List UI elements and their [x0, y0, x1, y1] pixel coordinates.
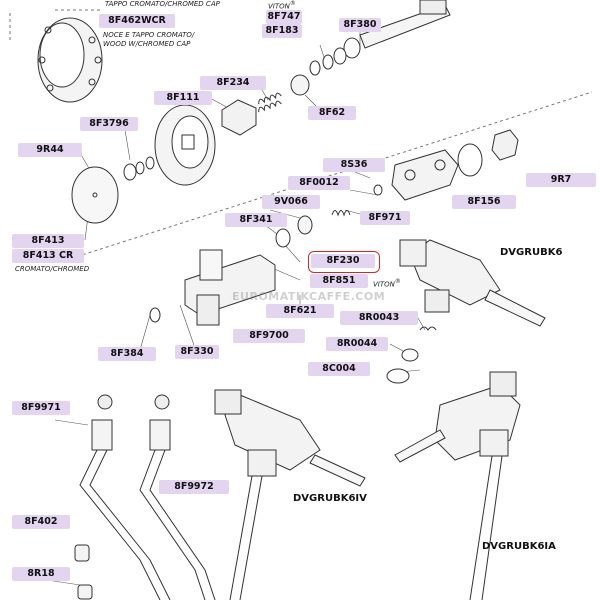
mid-knob [154, 104, 216, 186]
part-label-8F380: 8F380 [339, 18, 381, 32]
assembly-DVGRUBK6-drawing [399, 239, 546, 327]
note-viton-top: VITON® [268, 1, 296, 11]
part-label-8F971: 8F971 [360, 211, 410, 225]
part-label-8R18: 8R18 [12, 567, 70, 581]
part-label-8R0043: 8R0043 [340, 311, 418, 325]
hex-nut-top [221, 99, 257, 136]
part-label-8F462WCR: 8F462WCR [99, 14, 175, 28]
assembly-label-DVGRUBK6: DVGRUBK6 [500, 247, 563, 258]
part-label-8F0012: 8F0012 [288, 176, 350, 190]
part-label-8F747: 8F747 [266, 10, 302, 24]
part-label-8F621: 8F621 [266, 304, 334, 318]
small-cylinders [74, 544, 93, 600]
part-label-8F9972: 8F9972 [159, 480, 229, 494]
assembly-label-DVGRUBK6IV: DVGRUBK6IV [293, 493, 367, 504]
valve-body-center [149, 249, 276, 326]
part-label-8F230: 8F230 [311, 254, 375, 268]
bottom-small-parts [386, 326, 437, 384]
part-label-8F384: 8F384 [98, 347, 156, 361]
part-label-8F402: 8F402 [12, 515, 70, 529]
part-label-8F234: 8F234 [200, 76, 266, 90]
steam-wands [79, 394, 216, 600]
top-spindle [290, 0, 451, 96]
watermark: EUROMATIKCAFFE.COM [232, 290, 386, 303]
part-label-8S36: 8S36 [323, 158, 385, 172]
part-label-9R44: 9R44 [18, 143, 82, 157]
part-label-9V066: 9V066 [262, 195, 320, 209]
spring-8F234 [258, 92, 282, 113]
part-label-8F413-CR: 8F413 CR [12, 249, 84, 263]
part-label-8F156: 8F156 [452, 195, 516, 209]
part-label-8F62: 8F62 [308, 106, 356, 120]
top-knob [37, 17, 103, 103]
note-viton-mid: VITON® [373, 279, 401, 289]
part-label-8F9700: 8F9700 [233, 329, 305, 343]
part-label-8F341: 8F341 [225, 213, 287, 227]
note-top-cap: TAPPO CROMATO/CHROMED CAP [105, 0, 220, 8]
note-cromato: CROMATO/CHROMED [15, 265, 90, 273]
washers-left [123, 156, 155, 181]
part-label-8F183: 8F183 [262, 24, 302, 38]
part-label-8R0044: 8R0044 [326, 337, 388, 351]
part-label-8F413: 8F413 [12, 234, 84, 248]
part-label-8F111: 8F111 [154, 91, 212, 105]
assembly-label-DVGRUBK6IA: DVGRUBK6IA [482, 541, 556, 552]
springs-mid [275, 184, 383, 248]
part-label-8F330: 8F330 [175, 345, 219, 359]
note-wood-it: NOCE E TAPPO CROMATO/ [103, 31, 195, 39]
assembly-DVGRUBK6IA-drawing [394, 371, 521, 600]
part-label-8F851: 8F851 [310, 274, 368, 288]
note-wood-en: WOOD W/CHROMED CAP [103, 40, 191, 48]
part-label-8F3796: 8F3796 [80, 117, 138, 131]
assembly-DVGRUBK6IV-drawing [214, 389, 366, 600]
disc-8F413 [71, 166, 119, 224]
part-label-8C004: 8C004 [308, 362, 370, 376]
flange-8F156 [391, 129, 519, 201]
part-label-8F9971: 8F9971 [12, 401, 70, 415]
highlight-8F230 [308, 251, 380, 273]
part-label-9R7: 9R7 [526, 173, 596, 187]
